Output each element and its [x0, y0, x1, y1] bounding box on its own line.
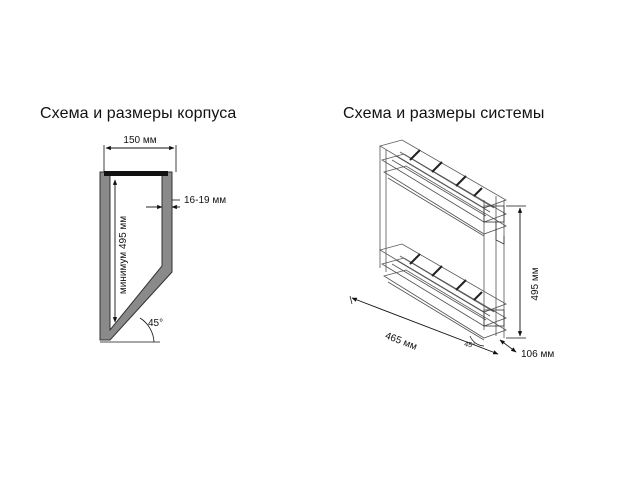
upper-clips [409, 149, 483, 197]
system-depth-label: 465 мм [383, 331, 418, 353]
angle-label: 45° [148, 318, 163, 329]
system-width-line [499, 339, 517, 353]
system-dimensions: 495 мм 465 мм 106 мм 45° [349, 205, 554, 360]
width-label: 150 мм [123, 135, 156, 146]
system-scheme-title: Схема и размеры системы [343, 105, 545, 122]
side-rail-hook [495, 222, 505, 245]
cabinet-diagram: 150 мм минимум 495 мм 16-19 мм 45° [99, 135, 226, 343]
cabinet-scheme-title: Схема и размеры корпуса [40, 105, 237, 122]
cabinet-profile [99, 171, 173, 341]
top-rail [104, 171, 168, 176]
height-label: минимум 495 мм [118, 216, 129, 294]
wall-thickness-label: 16-19 мм [184, 195, 226, 206]
lower-mount-bracket [483, 309, 505, 327]
depth-ext-left [349, 295, 353, 305]
system-angle-label: 45° [464, 340, 476, 350]
upper-mount-bracket [483, 205, 505, 223]
system-depth-line [351, 297, 499, 355]
system-height-label: 495 мм [530, 267, 541, 300]
system-width-label: 106 мм [521, 349, 554, 360]
upper-basket [378, 139, 507, 237]
angle-arc [139, 317, 155, 343]
system-angle-arc [469, 335, 485, 347]
system-diagram [378, 139, 507, 341]
lower-clips [409, 253, 483, 301]
